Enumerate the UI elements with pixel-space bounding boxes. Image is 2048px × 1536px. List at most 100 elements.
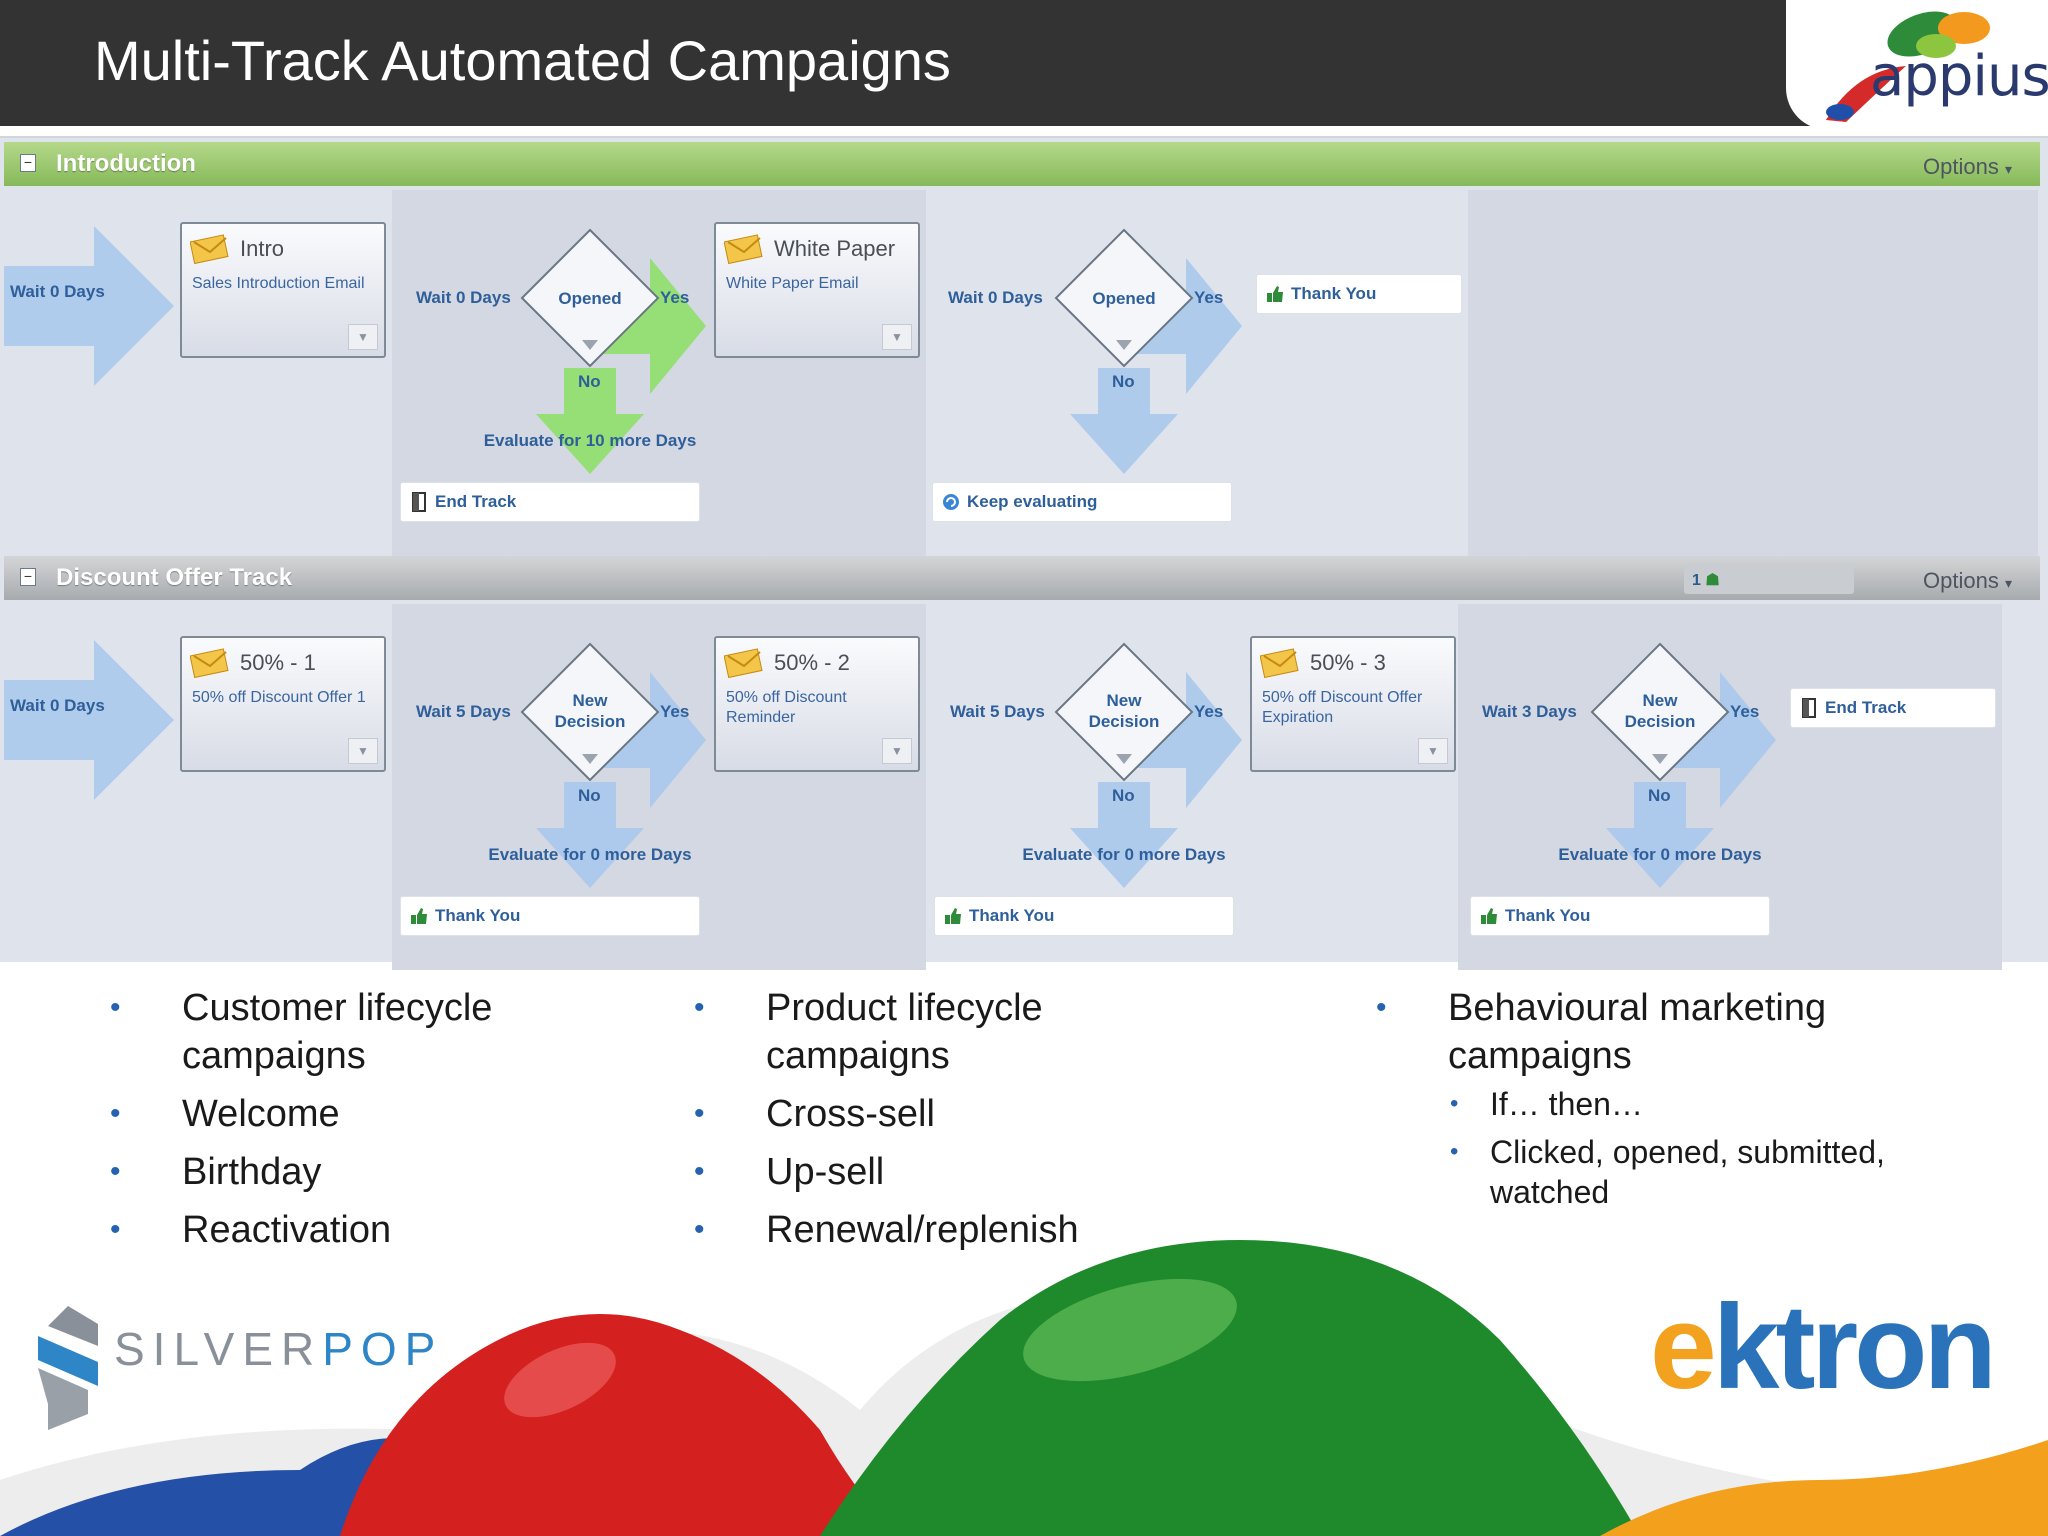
title-bar: Multi-Track Automated Campaigns <box>0 0 2048 126</box>
email-card-intro[interactable]: Intro Sales Introduction Email ▼ <box>180 222 386 358</box>
bullet-item: • Customer lifecycle campaigns <box>110 984 662 1080</box>
introduction-track-header[interactable]: − Introduction Options ▾ <box>4 142 2040 186</box>
no-label: No <box>578 372 601 391</box>
badge-count: 1 <box>1692 572 1701 589</box>
bullet-icon: • <box>110 1213 121 1246</box>
bullet-list-product: • Product lifecycle campaigns •Cross-sell… <box>694 984 1186 1264</box>
wait-arrow-icon <box>4 640 174 800</box>
slide-title: Multi-Track Automated Campaigns <box>94 29 951 92</box>
action-label: Thank You <box>435 906 521 925</box>
bullet-item: •Cross-sell <box>694 1090 1186 1138</box>
bullet-icon: • <box>1450 1090 1459 1117</box>
dropdown-icon[interactable]: ▼ <box>1418 738 1448 764</box>
dropdown-icon[interactable]: ▼ <box>882 324 912 350</box>
yes-label: Yes <box>1730 702 1760 721</box>
door-icon <box>412 492 426 512</box>
track-title: Introduction <box>56 150 196 177</box>
bullet-item: • Product lifecycle campaigns <box>694 984 1186 1080</box>
decision-diamond-icon[interactable] <box>520 228 660 368</box>
card-title: White Paper <box>774 236 896 261</box>
end-track-action[interactable]: End Track <box>1790 688 1996 728</box>
email-card-50-3[interactable]: 50% - 3 50% off Discount Offer Expiratio… <box>1250 636 1456 772</box>
email-card-50-2[interactable]: 50% - 2 50% off Discount Reminder ▼ <box>714 636 920 772</box>
wait-label: Wait 3 Days <box>1482 702 1577 721</box>
decision-label: Opened <box>558 289 622 308</box>
silverpop-logo: SILVERPOP <box>114 1322 443 1376</box>
bullet-icon: • <box>110 991 121 1024</box>
bullet-text: Renewal/replenish <box>766 1209 1079 1251</box>
keep-evaluating-action[interactable]: Keep evaluating <box>932 482 1232 522</box>
end-track-action[interactable]: End Track <box>400 482 700 522</box>
bullet-icon: • <box>694 1097 705 1130</box>
discount-track-header[interactable]: − Discount Offer Track 1 ☗ Options ▾ <box>4 556 2040 600</box>
no-label: No <box>578 786 601 805</box>
card-subtitle: Sales Introduction Email <box>192 275 365 292</box>
thank-you-action[interactable]: Thank You <box>400 896 700 936</box>
decision-diamond-icon[interactable] <box>1054 642 1194 782</box>
sub-bullet-item: • Clicked, opened, submitted, watched <box>1450 1132 1948 1212</box>
evaluate-label: Evaluate for 0 more Days <box>1558 845 1762 864</box>
wait-arrow-icon <box>4 226 174 386</box>
email-card-50-1[interactable]: 50% - 1 50% off Discount Offer 1 ▼ <box>180 636 386 772</box>
bullet-text: Customer lifecycle campaigns <box>182 987 493 1077</box>
card-subtitle: White Paper Email <box>726 275 859 292</box>
card-subtitle: 50% off Discount Offer 1 <box>192 689 366 706</box>
card-title: 50% - 2 <box>774 650 850 675</box>
thumbs-up-icon <box>1267 286 1283 302</box>
options-menu[interactable]: Options ▾ <box>1923 154 2012 180</box>
thumbs-up-icon <box>1481 908 1497 924</box>
yes-arrow-icon <box>1126 258 1242 394</box>
bullet-item: •Welcome <box>110 1090 662 1138</box>
bullet-text: Product lifecycle campaigns <box>766 987 1043 1077</box>
bullet-text: Up-sell <box>766 1151 885 1193</box>
bullet-icon: • <box>694 1155 705 1188</box>
card-title: 50% - 1 <box>240 650 316 675</box>
no-arrow-icon <box>536 782 644 888</box>
yes-label: Yes <box>1194 288 1224 307</box>
bullet-text: Reactivation <box>182 1209 392 1251</box>
person-icon: ☗ <box>1705 572 1720 589</box>
yes-arrow-icon <box>590 672 706 808</box>
envelope-icon <box>724 234 763 264</box>
no-arrow-icon <box>536 368 644 474</box>
options-menu[interactable]: Options ▾ <box>1923 568 2012 594</box>
envelope-icon <box>724 648 763 678</box>
sub-bullet-item: •If… then… <box>1450 1084 1948 1124</box>
door-icon <box>1802 698 1816 718</box>
bullet-text: Clicked, opened, submitted, watched <box>1490 1134 1885 1210</box>
thumbs-up-icon <box>945 908 961 924</box>
bullet-item: •Birthday <box>110 1148 662 1196</box>
decision-diamond-icon[interactable] <box>1054 228 1194 368</box>
bullet-icon: • <box>1450 1138 1459 1165</box>
appius-logo: appius <box>1786 0 2048 130</box>
collapse-icon[interactable]: − <box>20 568 36 586</box>
silverpop-logo-pop: POP <box>322 1323 444 1375</box>
bullet-text: Welcome <box>182 1093 340 1135</box>
thank-you-action[interactable]: Thank You <box>1470 896 1770 936</box>
email-card-white-paper[interactable]: White Paper White Paper Email ▼ <box>714 222 920 358</box>
no-label: No <box>1648 786 1671 805</box>
bullet-icon: • <box>110 1155 121 1188</box>
yes-arrow-icon <box>1126 672 1242 808</box>
dropdown-icon[interactable]: ▼ <box>348 738 378 764</box>
decision-diamond-icon[interactable] <box>520 642 660 782</box>
ektron-logo: ektron <box>1650 1278 1997 1416</box>
decision-diamond-icon[interactable] <box>1590 642 1730 782</box>
collapse-icon[interactable]: − <box>20 154 36 172</box>
dropdown-icon[interactable]: ▼ <box>348 324 378 350</box>
dropdown-icon[interactable]: ▼ <box>882 738 912 764</box>
ektron-logo-ktron: ktron <box>1712 1280 1997 1414</box>
wait-label: Wait 5 Days <box>950 702 1045 721</box>
wait-label: Wait 0 Days <box>10 282 105 301</box>
wait-label: Wait 0 Days <box>10 696 105 715</box>
thank-you-action[interactable]: Thank You <box>934 896 1234 936</box>
bullet-list-lifecycle: •Customer lifecycle campaigns •Welcome •… <box>110 984 662 1264</box>
action-label: Thank You <box>1505 906 1591 925</box>
no-arrow-icon <box>1606 782 1714 888</box>
thank-you-action[interactable]: Thank You <box>1256 274 1462 314</box>
chevron-down-icon: ▾ <box>2004 575 2012 591</box>
bullet-item: • Reactivation <box>110 1206 662 1254</box>
wait-label: Wait 0 Days <box>948 288 1043 307</box>
bullet-icon: • <box>694 991 705 1024</box>
track-title: Discount Offer Track <box>56 564 293 591</box>
